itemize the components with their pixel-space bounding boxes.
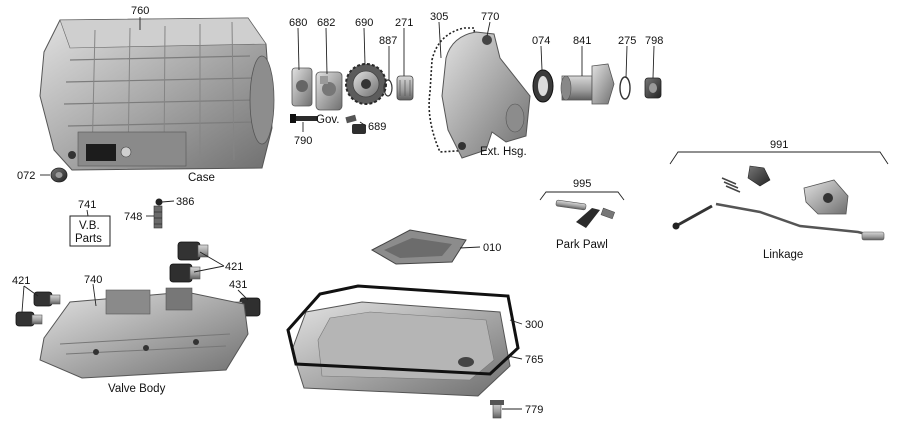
part-748-spring — [153, 205, 163, 229]
label-798: 798 — [645, 35, 663, 47]
label-271: 271 — [395, 17, 413, 29]
part-690-gear — [345, 63, 387, 105]
part-010-filter — [370, 229, 467, 265]
part-682-governor — [315, 71, 343, 111]
label-740: 740 — [84, 274, 102, 286]
caption-vb-parts-line1: V.B. — [79, 220, 100, 232]
park-pawl-group — [555, 199, 615, 228]
label-779: 779 — [525, 404, 543, 416]
label-770: 770 — [481, 11, 499, 23]
extension-housing — [441, 31, 531, 159]
part-271-bearing — [396, 75, 414, 101]
part-305-gasket — [428, 27, 478, 153]
label-421-right: 421 — [225, 261, 243, 273]
caption-governor: Gov. — [316, 114, 339, 126]
label-995: 995 — [573, 178, 591, 190]
label-841: 841 — [573, 35, 591, 47]
label-887: 887 — [379, 35, 397, 47]
caption-extension-housing: Ext. Hsg. — [480, 146, 527, 158]
group-captions: Case Gov. Ext. Hsg. V.B. Parts Valve Bod… — [75, 114, 803, 395]
part-number-labels: 760 680 682 690 271 887 305 770 074 841 … — [12, 5, 788, 416]
part-300-pan-gasket — [286, 284, 520, 376]
solenoid-421-d — [15, 311, 43, 327]
label-010: 010 — [483, 242, 501, 254]
part-790-bolt — [290, 114, 318, 123]
caption-linkage: Linkage — [763, 249, 803, 261]
part-798-nut — [644, 77, 662, 99]
label-760: 760 — [131, 5, 149, 17]
part-386-ball — [155, 198, 163, 206]
label-386: 386 — [176, 196, 194, 208]
label-682: 682 — [317, 17, 335, 29]
label-790: 790 — [294, 135, 312, 147]
label-431: 431 — [229, 279, 247, 291]
valve-body — [39, 287, 249, 379]
leader-lines — [21, 17, 889, 410]
part-074-seal — [532, 69, 554, 103]
vb-parts-box — [69, 215, 111, 247]
label-991: 991 — [770, 139, 788, 151]
caption-vb-parts-line2: Parts — [75, 233, 102, 245]
label-072: 072 — [17, 170, 35, 182]
label-741: 741 — [78, 199, 96, 211]
solenoid-421-b — [169, 263, 201, 283]
solenoid-421-c — [33, 291, 61, 307]
transmission-case — [39, 17, 275, 171]
part-275-washer — [619, 76, 631, 100]
part-887-snap-ring — [383, 79, 393, 97]
label-765: 765 — [525, 354, 543, 366]
caption-case: Case — [188, 172, 215, 184]
part-779-drain-plug — [490, 400, 504, 419]
label-689: 689 — [368, 121, 386, 133]
label-275: 275 — [618, 35, 636, 47]
label-305: 305 — [430, 11, 448, 23]
part-841-yoke — [560, 63, 615, 105]
linkage-group — [672, 165, 885, 241]
caption-park-pawl: Park Pawl — [556, 239, 608, 251]
label-748: 748 — [124, 211, 142, 223]
label-421-left: 421 — [12, 275, 30, 287]
label-300: 300 — [525, 319, 543, 331]
solenoid-421-a — [177, 241, 209, 261]
label-690: 690 — [355, 17, 373, 29]
label-680: 680 — [289, 17, 307, 29]
part-680 — [291, 67, 313, 107]
part-072-plug — [50, 167, 68, 183]
caption-valve-body: Valve Body — [108, 383, 166, 395]
part-765-oil-pan — [291, 301, 511, 397]
part-689-weights — [345, 114, 366, 134]
label-074: 074 — [532, 35, 550, 47]
